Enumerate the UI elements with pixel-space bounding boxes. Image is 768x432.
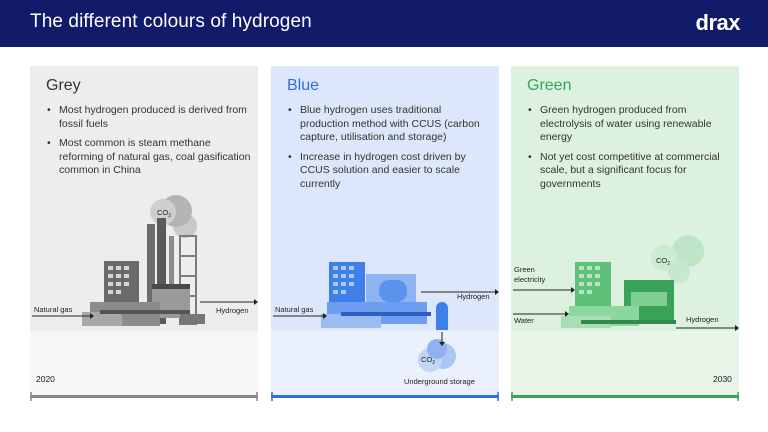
green-plant-illustration: Green electricity Water Hydrogen CO2	[513, 235, 739, 331]
co2-text: CO	[656, 256, 667, 265]
grey-output-label: Hydrogen	[216, 306, 249, 315]
bullet-item: Increase in hydrogen cost driven by CCUS…	[287, 151, 492, 192]
grey-input-label: Natural gas	[34, 305, 73, 314]
co2-text: CO	[421, 355, 432, 364]
green-panel: Green Green hydrogen produced from elect…	[511, 66, 739, 396]
panel-ground	[271, 331, 499, 396]
green-electricity-label-line1: Green	[514, 265, 535, 274]
green-water-label: Water	[514, 316, 534, 325]
panel-ground	[30, 331, 258, 396]
timeline-segment-green	[511, 392, 739, 401]
start-year: 2020	[36, 374, 55, 384]
green-output-label: Hydrogen	[686, 315, 719, 324]
end-year: 2030	[713, 374, 732, 384]
panel-ground	[511, 331, 739, 396]
bullet-item: Most common is steam methane reforming o…	[46, 137, 251, 178]
page-title: The different colours of hydrogen	[30, 11, 312, 32]
bullet-item: Green hydrogen produced from electrolysi…	[527, 104, 732, 145]
timeline-segment-grey	[30, 392, 258, 401]
blue-panel: Blue Blue hydrogen uses traditional prod…	[271, 66, 499, 396]
grey-bullets: Most hydrogen produced is derived from f…	[46, 104, 251, 184]
co2-sub: 2	[168, 213, 171, 219]
co2-text: CO	[157, 208, 168, 217]
timeline-segment-blue	[271, 392, 499, 401]
co2-sub: 2	[667, 261, 670, 267]
blue-bullets: Blue hydrogen uses traditional productio…	[287, 104, 492, 197]
blue-plant-illustration: Natural gas Hydrogen Underground storage…	[273, 262, 499, 386]
bullet-item: Most hydrogen produced is derived from f…	[46, 104, 251, 131]
grey-title: Grey	[46, 77, 81, 94]
bullet-item: Not yet cost competitive at commercial s…	[527, 151, 732, 192]
green-title: Green	[527, 77, 572, 94]
blue-title: Blue	[287, 77, 320, 94]
co2-sub: 2	[432, 360, 435, 366]
blue-co2-label: CO2	[421, 355, 435, 366]
drax-logo: drax	[695, 10, 741, 35]
green-electricity-label-line2: electricity	[514, 275, 546, 284]
header-bar: The different colours of hydrogen drax	[0, 0, 768, 47]
grey-panel: Grey Most hydrogen produced is derived f…	[30, 66, 258, 396]
green-co2-label: CO2	[656, 256, 670, 267]
grey-plant-illustration: Natural gas Hydrogen CO2	[32, 195, 258, 326]
underground-storage-label: Underground storage	[404, 377, 475, 386]
blue-input-label: Natural gas	[275, 305, 314, 314]
grey-co2-label: CO2	[157, 208, 171, 219]
bullet-item: Blue hydrogen uses traditional productio…	[287, 104, 492, 145]
green-bullets: Green hydrogen produced from electrolysi…	[527, 104, 732, 197]
blue-output-label: Hydrogen	[457, 292, 490, 301]
